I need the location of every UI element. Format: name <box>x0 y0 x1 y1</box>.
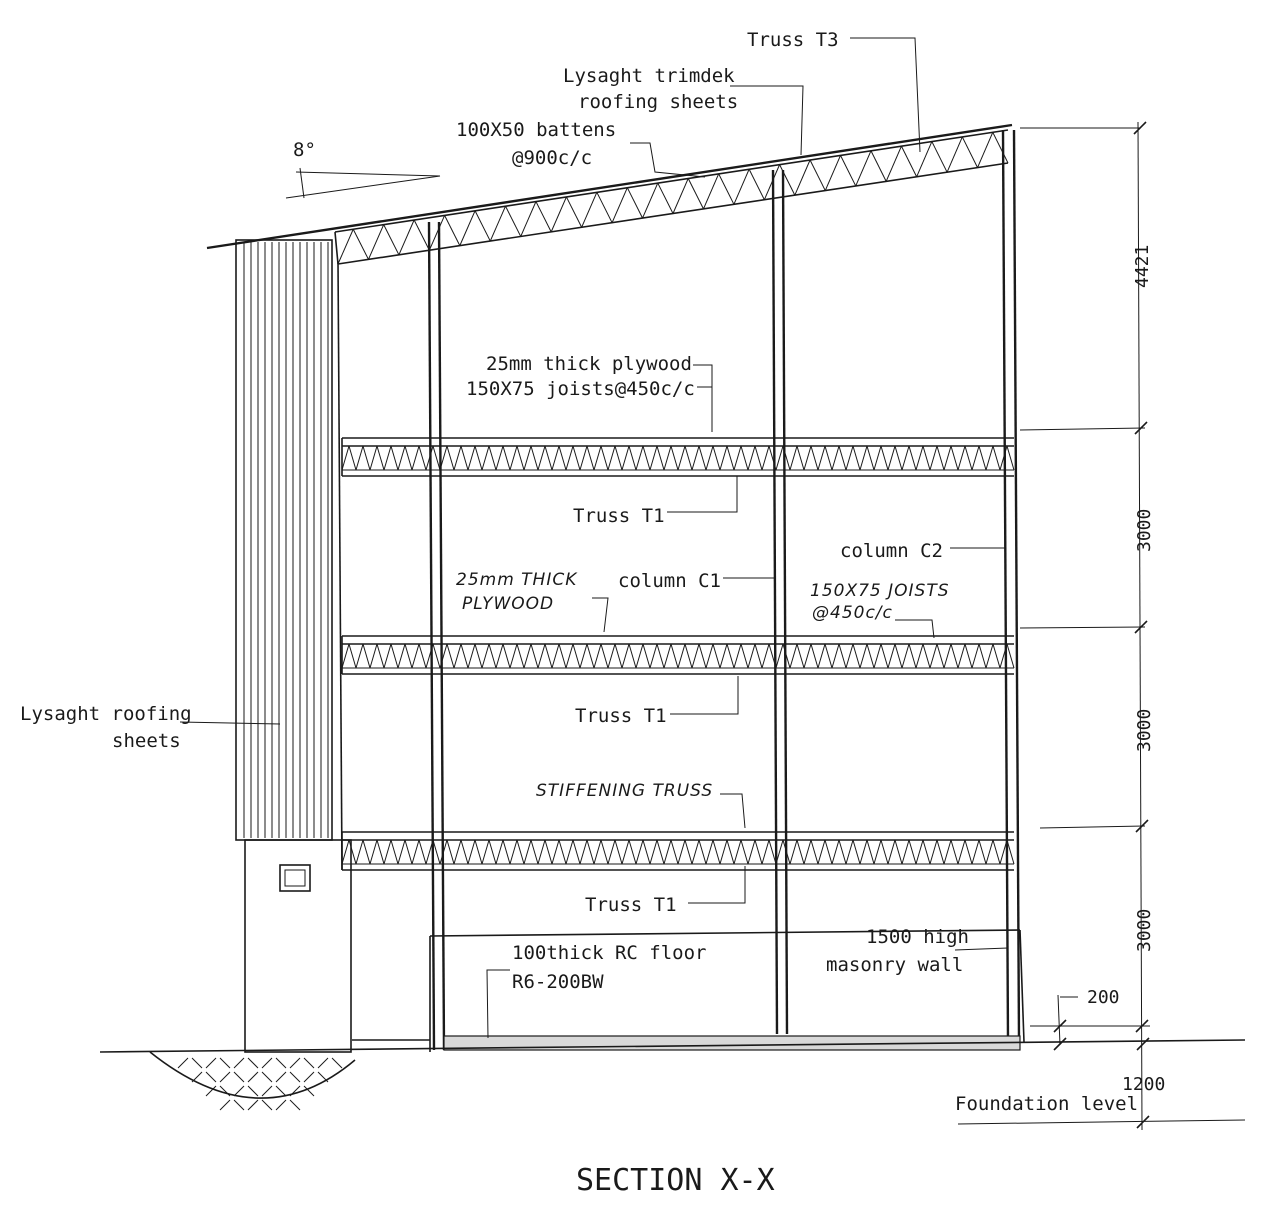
label-masonry-1: 1500 high <box>866 926 969 948</box>
dimension-chain <box>957 121 1246 1131</box>
label-truss-t1-middle: Truss T1 <box>575 705 667 727</box>
floor-truss-lower <box>341 831 1015 871</box>
roof-angle-label: 8° <box>293 139 316 161</box>
label-wall-sheets-1: Lysaght roofing <box>20 703 192 725</box>
structure <box>99 123 1246 1111</box>
label-joists-mid-1: 150X75 JOISTS <box>810 581 950 601</box>
floor-truss-middle <box>341 635 1015 675</box>
roof-sheeting <box>206 123 1013 250</box>
earth-hatch <box>149 1051 356 1111</box>
label-rc-floor-2: R6-200BW <box>512 971 604 993</box>
label-column-c2: column C2 <box>840 540 943 562</box>
label-roof-sheets-2: roofing sheets <box>578 91 738 113</box>
ground-line <box>99 1039 1246 1053</box>
label-truss-t1-upper: Truss T1 <box>573 505 665 527</box>
vent-box <box>279 864 311 892</box>
label-truss-t3: Truss T3 <box>747 29 839 51</box>
label-joists-mid-2: @450c/c <box>812 603 893 623</box>
label-wall-sheets-2: sheets <box>112 730 181 752</box>
dim-storey-middle: 3000 <box>1134 709 1155 752</box>
label-truss-t1-lower: Truss T1 <box>585 894 677 916</box>
frame-left-post <box>337 261 343 871</box>
masonry-wall <box>352 929 1025 1052</box>
label-plywood-mid-1: 25mm THICK <box>456 570 578 590</box>
label-battens-2: @900c/c <box>512 147 592 169</box>
label-plywood-top-1: 25mm thick plywood <box>486 353 692 375</box>
label-stiffening-truss: STIFFENING TRUSS <box>536 781 713 801</box>
label-plywood-mid-2: PLYWOOD <box>462 594 554 614</box>
roof-truss-t3 <box>334 129 1009 265</box>
dim-foundation-depth: 1200 <box>1122 1074 1165 1095</box>
label-plywood-top-2: 150X75 joists@450c/c <box>466 378 695 400</box>
label-masonry-2: masonry wall <box>826 954 963 976</box>
label-battens-1: 100X50 battens <box>456 119 616 141</box>
dim-storey-lower: 3000 <box>1134 909 1155 952</box>
entry-block <box>244 839 352 1053</box>
leader-lines <box>179 37 1009 1039</box>
label-foundation: Foundation level <box>955 1093 1138 1115</box>
wall-sheeting <box>235 239 333 841</box>
label-roof-sheets-1: Lysaght trimdek <box>563 65 735 87</box>
dim-roof-height: 4421 <box>1132 245 1153 288</box>
dim-storey-upper: 3000 <box>1134 509 1155 552</box>
floor-truss-upper <box>341 437 1015 477</box>
section-title: SECTION X-X <box>576 1163 775 1198</box>
column-c2 <box>1001 129 1021 1043</box>
label-column-c1: column C1 <box>618 570 721 592</box>
dim-plinth: 200 <box>1087 987 1120 1008</box>
column-c1-right <box>771 169 789 1035</box>
roof-angle-indicator <box>285 167 441 199</box>
label-rc-floor-1: 100thick RC floor <box>512 942 706 964</box>
